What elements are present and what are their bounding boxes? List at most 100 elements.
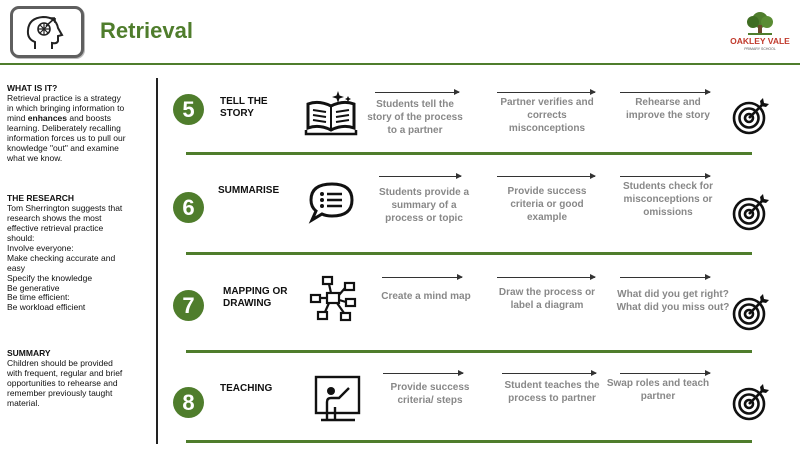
step-line: What did you miss out? xyxy=(616,302,730,313)
step-line: criteria/ steps xyxy=(397,395,463,406)
row-separator xyxy=(186,440,752,443)
summary-text: Children should be provided with frequen… xyxy=(7,358,155,409)
step-line: Students tell the xyxy=(376,99,454,110)
step-text: Draw the process or label a diagram xyxy=(488,286,606,312)
step-text: Students check for misconceptions or omi… xyxy=(608,180,728,219)
row-title: TELL THE STORY xyxy=(220,96,268,119)
research-heading: THE RESEARCH xyxy=(7,193,75,203)
research-line: Make checking accurate and xyxy=(7,252,116,263)
summary-line: material. xyxy=(7,397,40,408)
sidebar-divider xyxy=(156,78,158,444)
flow-arrow xyxy=(620,89,711,95)
what-text: Retrieval practice is a strategy in whic… xyxy=(7,93,155,164)
row-title-line: STORY xyxy=(220,107,254,119)
what-line: learning. Deliberately recalling xyxy=(7,122,121,133)
summary-line: Children should be provided xyxy=(7,358,113,368)
step-text: Create a mind map xyxy=(366,290,486,303)
target-arrow-icon xyxy=(732,294,769,331)
step-text: What did you get right? What did you mis… xyxy=(606,288,740,314)
what-heading: WHAT IS IT? xyxy=(7,83,58,93)
step-line: Provide success xyxy=(507,186,587,197)
flow-arrow xyxy=(620,173,711,179)
flow-arrow xyxy=(382,274,463,280)
step-line: omissions xyxy=(643,207,693,218)
what-line: Retrieval practice is a strategy xyxy=(7,93,121,103)
summary-line: with frequent, regular and brief xyxy=(7,367,123,378)
target-arrow-icon xyxy=(732,98,769,135)
research-line: easy xyxy=(7,262,25,273)
step-line: Create a mind map xyxy=(381,291,471,302)
what-line-part: mind xyxy=(7,112,28,123)
research-line: Specify the knowledge xyxy=(7,272,93,283)
teacher-board-icon xyxy=(314,375,361,422)
step-text: Students tell the story of the process t… xyxy=(356,98,474,137)
research-line: Be workload efficient xyxy=(7,302,86,313)
row-title-line: MAPPING OR xyxy=(223,286,288,297)
step-text: Swap roles and teach partner xyxy=(598,377,718,403)
row-separator xyxy=(186,350,752,353)
step-line: criteria or good xyxy=(510,199,584,210)
step-line: label a diagram xyxy=(510,300,584,311)
step-line: to a partner xyxy=(387,125,443,136)
flow-arrow xyxy=(379,173,462,179)
flow-arrow xyxy=(620,274,711,280)
what-line-part: and boosts xyxy=(67,112,111,123)
row-separator xyxy=(186,152,752,155)
row-title-line: TEACHING xyxy=(220,383,273,394)
step-line: misconceptions or xyxy=(623,194,713,205)
step-text: Rehearse and improve the story xyxy=(608,96,728,122)
what-line: knowledge "out" and examine xyxy=(7,142,119,153)
logo-subtext: PRIMARY SCHOOL xyxy=(744,47,776,51)
logo-text: OAKLEY VALE xyxy=(730,36,790,46)
what-line: what we know. xyxy=(7,152,63,163)
summary-line: remember previously taught xyxy=(7,387,113,398)
header-divider xyxy=(0,63,800,65)
research-line: research shows the most xyxy=(7,212,102,223)
flow-arrow xyxy=(375,89,460,95)
what-line: in which bringing information to xyxy=(7,102,125,113)
row-separator xyxy=(186,252,752,255)
step-line: summary of a xyxy=(391,200,457,211)
row-title-line: SUMMARISE xyxy=(218,185,280,196)
research-line: Involve everyone: xyxy=(7,242,74,253)
research-line: should: xyxy=(7,232,35,243)
step-text: Partner verifies and corrects misconcept… xyxy=(488,96,606,135)
step-number-badge: 8 xyxy=(173,387,204,418)
step-line: example xyxy=(526,212,568,223)
flow-arrow xyxy=(497,173,596,179)
step-line: Draw the process or xyxy=(498,287,596,298)
step-line: improve the story xyxy=(626,110,710,121)
step-number-badge: 7 xyxy=(173,290,204,321)
head-brain-icon xyxy=(26,15,64,49)
step-line: misconceptions xyxy=(508,123,586,134)
step-text: Students provide a summary of a process … xyxy=(364,186,484,225)
step-number-badge: 5 xyxy=(173,94,204,125)
research-text: Tom Sherrington suggests that research s… xyxy=(7,203,155,313)
step-text: Provide success criteria or good example xyxy=(488,185,606,224)
row-title-line: DRAWING xyxy=(223,297,272,309)
research-line: effective retrieval practice xyxy=(7,222,104,233)
research-line: Be generative xyxy=(7,282,60,293)
step-line: Students check for xyxy=(622,181,714,192)
target-arrow-icon xyxy=(732,194,769,231)
research-line: Tom Sherrington suggests that xyxy=(7,203,123,213)
tree-logo xyxy=(747,12,773,35)
step-line: What did you get right? xyxy=(617,289,729,300)
step-text: Provide success criteria/ steps xyxy=(370,381,490,407)
flow-arrow xyxy=(620,370,711,376)
page-title: Retrieval xyxy=(100,18,193,43)
row-title: TEACHING xyxy=(220,383,272,395)
speech-bubble-list-icon xyxy=(308,182,354,224)
step-line: Provide success xyxy=(390,382,470,393)
step-number-badge: 6 xyxy=(173,192,204,223)
enhances-emphasis: enhances xyxy=(27,112,68,123)
step-text: Student teaches the process to partner xyxy=(492,379,612,405)
mind-map-icon xyxy=(309,275,357,322)
flow-arrow xyxy=(497,89,596,95)
summary-line: opportunities to rehearse and xyxy=(7,377,118,388)
row-title: MAPPING OR DRAWING xyxy=(223,286,287,309)
school-logo: OAKLEY VALE PRIMARY SCHOOL xyxy=(728,10,792,56)
header-icon-frame xyxy=(10,6,84,58)
step-line: story of the process xyxy=(367,112,463,123)
step-line: Students provide a xyxy=(378,187,469,198)
